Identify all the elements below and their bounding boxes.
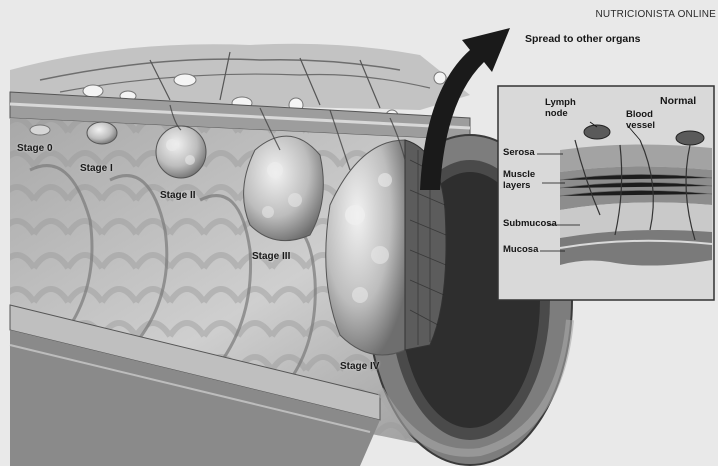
tumor-stage-2 (156, 126, 206, 178)
stage-0-label: Stage 0 (17, 144, 53, 154)
submucosa-label: Submucosa (503, 219, 557, 229)
tumor-stage-0 (30, 125, 50, 135)
stage-3-label: Stage III (252, 252, 290, 262)
inset-title: Normal (660, 96, 696, 107)
lymph-node-label-line1: Lymph (545, 97, 576, 108)
muscle-layers-label: Muscle layers (503, 169, 535, 191)
mucosa-label: Mucosa (503, 245, 538, 255)
lymph-node-label: Lymph node (545, 97, 576, 119)
stage-2-label: Stage II (160, 191, 196, 201)
tumor-stage-3 (244, 136, 324, 240)
serosa-label: Serosa (503, 148, 535, 158)
stage-1-label: Stage I (80, 164, 113, 174)
lymph-node-label-line2: node (545, 108, 568, 119)
blood-vessel-label: Blood vessel (626, 109, 655, 131)
spread-label: Spread to other organs (525, 34, 641, 45)
muscle-layers-label-line2: layers (503, 180, 530, 191)
blood-vessel-label-line1: Blood (626, 109, 653, 120)
watermark: NUTRICIONISTA ONLINE (596, 9, 717, 20)
normal-wall-inset (498, 86, 714, 300)
stage-4-label: Stage IV (340, 362, 379, 372)
tumor-stage-1 (87, 122, 117, 144)
blood-vessel-label-line2: vessel (626, 120, 655, 131)
muscle-layers-label-line1: Muscle (503, 169, 535, 180)
